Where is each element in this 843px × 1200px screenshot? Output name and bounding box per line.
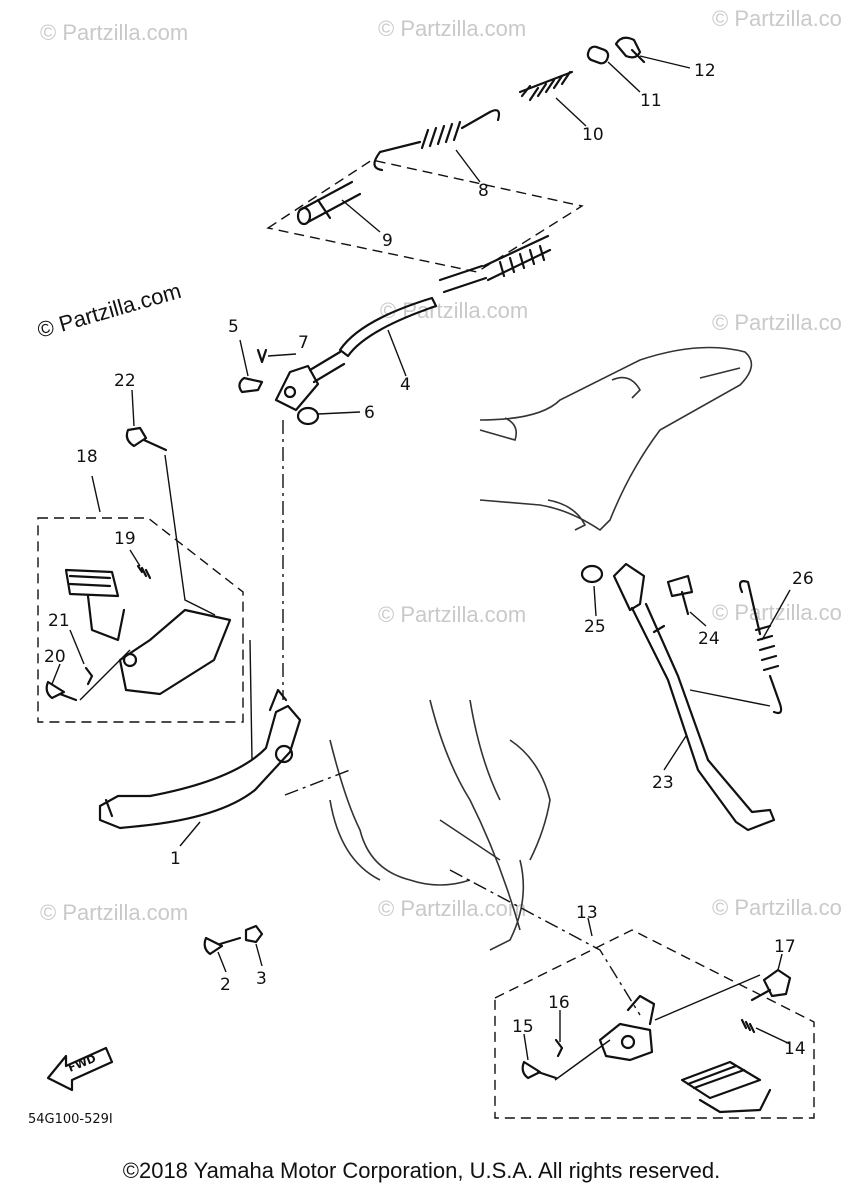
callout-5: 5 [228, 317, 239, 337]
part-7-cotter-pin [256, 348, 268, 364]
callout-24: 24 [698, 629, 720, 649]
callout-2: 2 [220, 975, 231, 995]
part-2-bolt [203, 936, 242, 956]
watermark: © Partzilla.com [40, 900, 188, 925]
leader-line [249, 639, 253, 761]
part-11-sleeve [586, 45, 610, 65]
part-10-spring [518, 70, 574, 102]
kit-box-13 [494, 929, 815, 1119]
copyright-notice: ©2018 Yamaha Motor Corporation, U.S.A. A… [122, 1158, 721, 1183]
parts-diagram: © Partzilla.com © Partzilla.com © Partzi… [34, 6, 843, 1119]
callout-3: 3 [256, 969, 267, 989]
callout-17: 17 [774, 937, 796, 957]
callout-22: 22 [114, 371, 136, 391]
part-25-collar [580, 564, 604, 584]
part-4-brake-rod [308, 234, 552, 384]
callout-8: 8 [478, 181, 489, 201]
part-24-bolt [666, 574, 694, 616]
callout-16: 16 [548, 993, 570, 1013]
leader-line [689, 689, 771, 707]
part-22-bolt [125, 426, 168, 452]
watermark: © Partzilla.com [378, 602, 526, 627]
watermark: © Partzilla.com [712, 895, 843, 920]
watermark: © Partzilla.com [712, 310, 843, 335]
callout-10: 10 [582, 125, 604, 145]
kit-box-9 [266, 159, 584, 273]
alignment-line [284, 769, 351, 796]
part-21-pin [84, 666, 94, 686]
part-12-elbow [614, 36, 646, 64]
callout-15: 15 [512, 1017, 534, 1037]
callout-25: 25 [584, 617, 606, 637]
watermark: © Partzilla.com [40, 20, 188, 45]
watermark-main: © Partzilla.com [34, 278, 183, 343]
part-8-spring [373, 109, 501, 172]
callout-numbers: 1 2 3 4 5 6 7 8 9 10 11 12 13 14 15 16 1… [44, 61, 814, 1059]
callout-21: 21 [48, 611, 70, 631]
callout-4: 4 [400, 375, 411, 395]
callout-11: 11 [640, 91, 662, 111]
leader-line [654, 974, 761, 1021]
watermark: © Partzilla.com [712, 6, 843, 31]
kit-box-18 [37, 517, 244, 723]
callout-19: 19 [114, 529, 136, 549]
part-23-side-stand [612, 562, 776, 832]
callout-leaders [51, 55, 791, 1061]
fwd-arrow-icon: FWD [46, 1046, 114, 1092]
callout-13: 13 [576, 903, 598, 923]
part-17-bolt [750, 968, 792, 1002]
callout-6: 6 [364, 403, 375, 423]
callout-26: 26 [792, 569, 814, 589]
part-20-bolt [45, 680, 78, 702]
callout-20: 20 [44, 647, 66, 667]
callout-12: 12 [694, 61, 716, 81]
part-6-washer [296, 406, 320, 426]
diagram-code: 54G100-529I [28, 1112, 113, 1127]
part-1-brake-pedal [98, 688, 302, 830]
part-15-bolt [521, 1060, 558, 1080]
part-13-footrest-assembly [598, 994, 772, 1114]
callout-18: 18 [76, 447, 98, 467]
frame-outline [329, 346, 753, 951]
part-14-spring [740, 1018, 756, 1034]
callout-14: 14 [784, 1039, 806, 1059]
part-19-spring [136, 564, 152, 580]
alignment-line [449, 869, 641, 1016]
watermark: © Partzilla.com [378, 896, 526, 921]
part-9-pin [296, 180, 362, 226]
part-3-nut [244, 924, 264, 944]
callout-23: 23 [652, 773, 674, 793]
leader-line [164, 454, 216, 616]
part-16-pin [554, 1038, 564, 1058]
callout-7: 7 [298, 333, 309, 353]
leader-line [554, 1039, 611, 1081]
part-5-clevis [238, 364, 320, 412]
callout-1: 1 [170, 849, 181, 869]
part-26-spring [738, 580, 783, 715]
callout-9: 9 [382, 231, 393, 251]
watermark: © Partzilla.com [378, 16, 526, 41]
part-18-footrest-assembly [64, 568, 232, 696]
